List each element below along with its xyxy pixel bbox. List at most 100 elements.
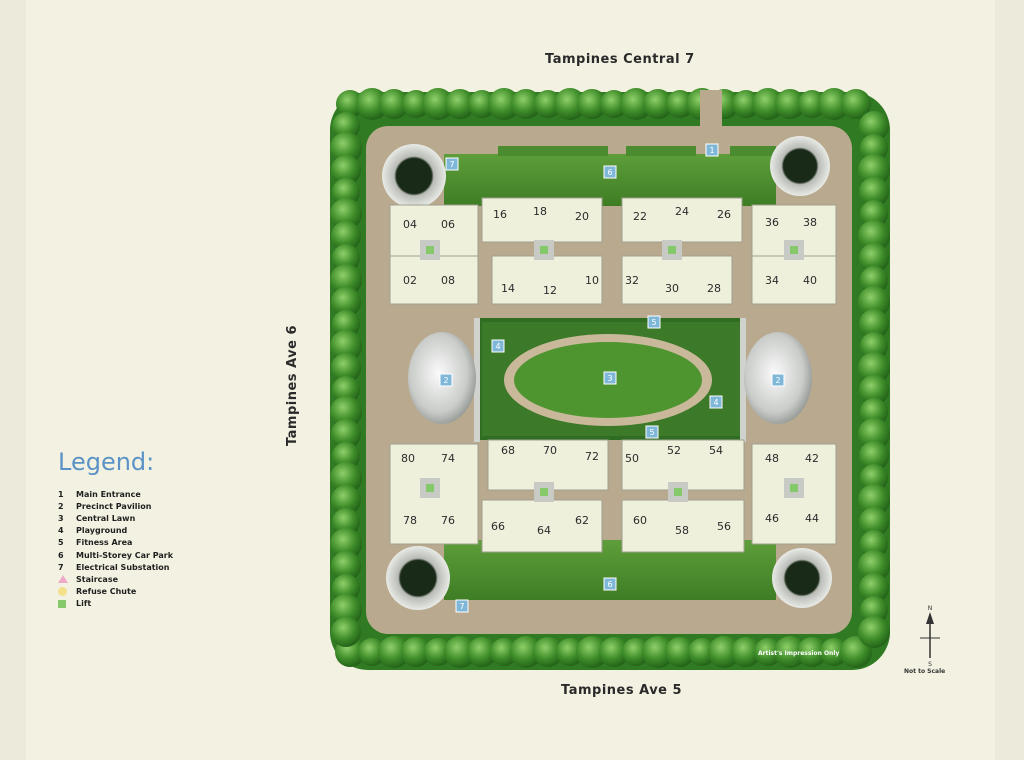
lift-icon [790, 484, 798, 492]
tree-icon [858, 616, 890, 648]
tree-icon [356, 88, 388, 120]
tree-icon [424, 638, 452, 666]
block-label-44: 44 [805, 512, 819, 525]
tree-icon [859, 309, 889, 339]
tree-icon [600, 90, 628, 118]
lift-icon [790, 246, 798, 254]
tree-icon [731, 637, 761, 667]
tree-icon [860, 596, 888, 624]
legend-label: Multi-Storey Car Park [76, 550, 174, 560]
tree-icon [859, 243, 889, 273]
block-label-58: 58 [675, 524, 689, 537]
tree-icon [797, 637, 827, 667]
tree-icon [332, 112, 360, 140]
tree-icon [859, 441, 889, 471]
tree-icon [708, 636, 740, 668]
lift-icon [540, 246, 548, 254]
svg-text:7: 7 [449, 160, 454, 169]
legend-label: Central Lawn [76, 513, 136, 523]
tree-icon [860, 134, 888, 162]
tree-icon [732, 90, 760, 118]
tree-icon [330, 264, 362, 296]
legend-label: Fitness Area [76, 538, 133, 548]
facility-marker-2: 2 [439, 373, 453, 387]
svg-text:6: 6 [607, 168, 612, 177]
tree-icon [798, 90, 826, 118]
tree-icon [336, 90, 364, 118]
impression-note: Artist's Impression Only [758, 650, 840, 657]
tree-icon [858, 352, 890, 384]
block-label-40: 40 [803, 274, 817, 287]
tree-icon [577, 89, 607, 119]
lift-icon [426, 246, 434, 254]
tree-icon [860, 266, 888, 294]
block-label-60: 60 [633, 514, 647, 527]
tree-icon [332, 574, 360, 602]
facility-marker-3: 3 [603, 371, 617, 385]
refuse-chute-icon [58, 587, 67, 597]
lift-icon [668, 246, 676, 254]
svg-text:7: 7 [459, 602, 464, 611]
block-label-22: 22 [633, 210, 647, 223]
tree-icon [860, 332, 888, 360]
facility-marker-4: 4 [491, 339, 505, 353]
svg-text:4: 4 [495, 342, 500, 351]
building-cluster [751, 443, 837, 545]
tree-icon [379, 89, 409, 119]
building-cluster [621, 197, 743, 243]
tree-icon [820, 638, 848, 666]
block-label-14: 14 [501, 282, 515, 295]
tree-icon [331, 155, 361, 185]
car-park-sw [386, 546, 450, 610]
tree-icon [332, 178, 360, 206]
tree-icon [401, 637, 431, 667]
block-label-20: 20 [575, 210, 589, 223]
legend-number: 7 [58, 562, 64, 572]
tree-icon [858, 484, 890, 516]
legend-label: Main Entrance [76, 489, 141, 499]
tree-icon [858, 550, 890, 582]
tree-icon [331, 419, 361, 449]
svg-text:5: 5 [651, 318, 656, 327]
tree-icon [665, 637, 695, 667]
block-label-38: 38 [803, 216, 817, 229]
facility-marker-7: 7 [455, 599, 469, 613]
legend-item: Lift [58, 598, 173, 610]
tree-icon [859, 111, 889, 141]
building-cluster [621, 439, 745, 491]
building-cluster [751, 255, 837, 305]
legend-item: 3 Central Lawn [58, 512, 173, 524]
legend-label: Electrical Substation [76, 562, 170, 572]
tree-icon [332, 442, 360, 470]
block-label-04: 04 [403, 218, 417, 231]
block-label-66: 66 [491, 520, 505, 533]
tree-icon [488, 88, 520, 120]
tree-icon [858, 154, 890, 186]
tree-icon [331, 353, 361, 383]
tree-icon [859, 507, 889, 537]
car-park-se [772, 548, 832, 608]
facility-marker-2: 2 [771, 373, 785, 387]
tree-icon [533, 637, 563, 667]
lift-icon [540, 488, 548, 496]
block-label-36: 36 [765, 216, 779, 229]
tree-icon [858, 286, 890, 318]
legend-number: 3 [58, 513, 64, 523]
tree-icon [622, 638, 650, 666]
tree-icon [860, 464, 888, 492]
legend-label: Refuse Chute [76, 587, 137, 597]
legend-label: Staircase [76, 574, 118, 584]
svg-text:6: 6 [607, 580, 612, 589]
block-label-68: 68 [501, 444, 515, 457]
tree-icon [330, 462, 362, 494]
legend-title: Legend: [58, 448, 155, 476]
tree-icon [422, 88, 454, 120]
block-label-62: 62 [575, 514, 589, 527]
block-label-26: 26 [717, 208, 731, 221]
block-label-16: 16 [493, 208, 507, 221]
block-label-70: 70 [543, 444, 557, 457]
tree-icon [330, 528, 362, 560]
